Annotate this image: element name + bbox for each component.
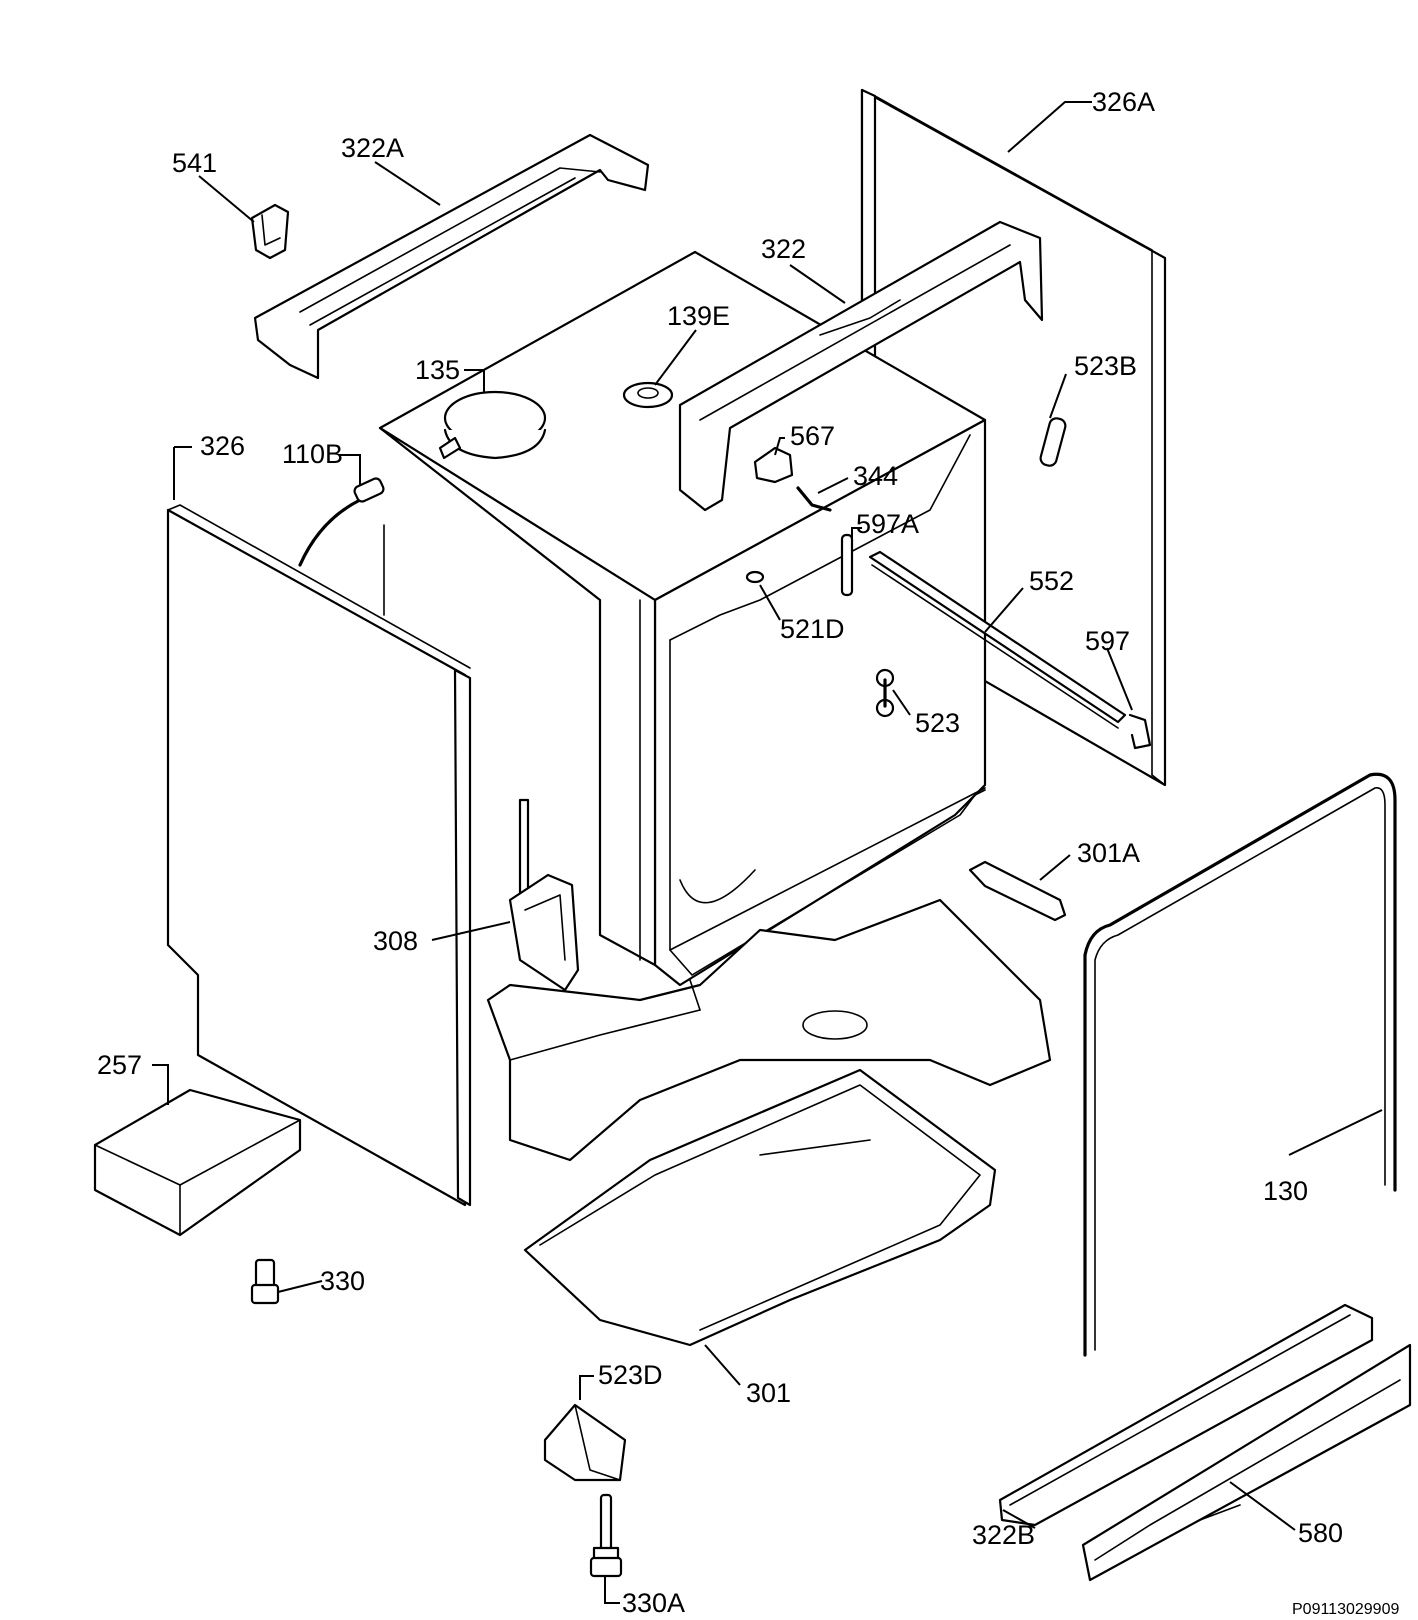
part-322-top-frame	[678, 220, 1044, 512]
label-523D: 523D	[598, 1360, 663, 1390]
part-110B-hose	[298, 477, 385, 616]
label-330A: 330A	[622, 1588, 685, 1618]
part-521D-washer	[745, 570, 765, 584]
label-257: 257	[97, 1050, 142, 1080]
part-523-roller	[875, 668, 895, 718]
part-130-door-seal	[1083, 772, 1397, 1357]
part-322A-top-rail	[253, 133, 650, 380]
drawing-code: P09113029909	[1292, 1601, 1399, 1618]
label-110B: 110B	[282, 439, 343, 469]
label-597A: 597A	[856, 509, 919, 539]
part-552-rail	[868, 550, 1127, 729]
label-326: 326	[200, 431, 245, 461]
label-301A: 301A	[1077, 838, 1140, 868]
label-541: 541	[172, 148, 217, 178]
part-308-hinge	[508, 798, 580, 992]
part-597A-latch	[840, 533, 854, 597]
label-521D: 521D	[780, 614, 845, 644]
part-base-chassis	[486, 898, 1052, 1162]
part-330-foot	[250, 1258, 280, 1305]
label-322A: 322A	[341, 133, 404, 163]
label-567: 567	[790, 421, 835, 451]
label-597: 597	[1085, 626, 1130, 656]
label-344: 344	[853, 461, 898, 491]
part-597-clip	[1128, 713, 1152, 750]
part-322B-lower-rail	[998, 1303, 1374, 1527]
leader-lines	[152, 101, 1383, 1604]
label-301: 301	[746, 1378, 791, 1408]
label-552: 552	[1029, 566, 1074, 596]
part-580-plinth	[1081, 1343, 1412, 1582]
part-301A-clip	[968, 860, 1067, 922]
part-567-bracket	[753, 446, 794, 484]
label-308: 308	[373, 926, 418, 956]
label-135: 135	[415, 355, 460, 385]
part-541-clip	[250, 203, 290, 260]
part-330A-leveling-foot	[589, 1493, 623, 1578]
label-523B: 523B	[1074, 351, 1137, 381]
label-322B: 322B	[972, 1520, 1035, 1550]
label-130: 130	[1263, 1176, 1308, 1206]
label-330: 330	[320, 1266, 365, 1296]
part-326-side-panel	[166, 504, 472, 1207]
part-301-base-tray	[523, 1068, 997, 1347]
part-139E-cap	[622, 381, 674, 409]
label-580: 580	[1298, 1518, 1343, 1548]
part-257-cover	[93, 1088, 302, 1237]
label-523: 523	[915, 708, 960, 738]
part-523B-clip	[1039, 417, 1067, 467]
label-139E: 139E	[667, 301, 730, 331]
part-135-salt-cap	[438, 390, 547, 460]
label-322: 322	[761, 234, 806, 264]
part-labels: 541 322A 326A 322 139E 135 523B 567 344 …	[97, 87, 1399, 1618]
part-523D-bracket	[543, 1403, 627, 1482]
part-344-clip	[796, 486, 832, 512]
label-326A: 326A	[1092, 87, 1155, 117]
